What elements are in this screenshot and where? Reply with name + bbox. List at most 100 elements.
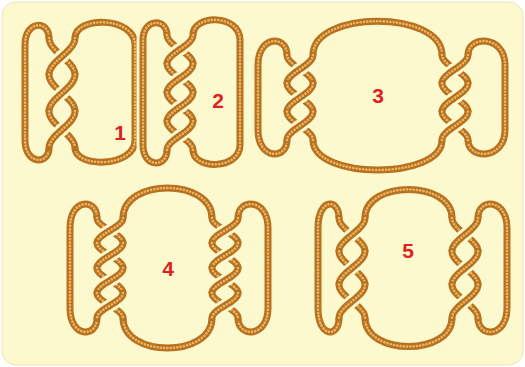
rope-beads [442,112,468,140]
rope-strand [452,251,478,284]
rope-beads [167,64,193,93]
rope-beads [287,83,313,111]
rope-beads [339,218,365,251]
rope-gap [442,83,468,111]
rope-beads [339,218,365,251]
rope-beads [287,112,313,140]
rope-gap [313,21,442,55]
rope-strand [287,112,313,140]
rope-beads [339,285,365,318]
rope-beads [49,38,75,75]
rope-beads [452,285,478,318]
rope-beads [49,38,75,75]
rope-gap [212,268,238,293]
rope-gap [97,268,123,293]
rope-gap [212,243,238,268]
rope-gap [452,251,478,284]
rope-beads [339,251,365,284]
rope-strand [339,251,365,284]
rope-gap [452,251,478,284]
rope-beads [339,251,365,284]
rope-strand [167,121,193,150]
rope-strand [167,121,193,150]
rope-strand [97,293,123,318]
rope-gap [167,35,193,64]
rope-strand [167,35,193,64]
rope-beads [452,251,478,284]
rope-gap [287,112,313,140]
rope-beads [287,112,313,140]
rope-gap [442,55,468,83]
rope-beads [442,112,468,140]
rope-strand [167,93,193,122]
rope-strand [313,21,442,55]
rope-gap [287,83,313,111]
rope-gap [339,218,365,251]
figure-number: 4 [162,258,174,279]
rope-strand [49,38,75,75]
rope-strand [193,20,240,165]
rope-strand [442,112,468,140]
rope-gap [212,268,238,293]
rope-gap [167,93,193,122]
figure-number: 3 [372,85,384,106]
rope-beads [97,293,123,318]
rope-strand [75,22,135,162]
rope-strand [313,140,442,170]
rope-gap [287,55,313,83]
rope-strand [287,83,313,111]
rope-gap [49,75,75,112]
rope-strand [212,218,238,243]
rope-gap [97,268,123,293]
rope-strand [49,75,75,112]
rope-strand [49,38,75,75]
rope-gap [97,293,123,318]
rope-strand [442,83,468,111]
rope-strand [339,218,365,251]
rope-gap [452,285,478,318]
rope-strand [339,251,365,284]
rope-strand [212,268,238,293]
rope-strand [97,268,123,293]
rope-strand [442,55,468,83]
rope-gap [123,188,212,218]
rope-strand [452,218,478,251]
figure-number: 2 [212,90,224,111]
rope-beads [212,268,238,293]
rope-strand [212,293,238,318]
rope-strand [212,243,238,268]
rope-beads [167,93,193,122]
rope-strand [49,111,75,148]
rope-beads [97,218,123,243]
rope-strand [49,111,75,148]
rope-gap [287,112,313,140]
rope-beads [287,55,313,83]
rope-beads [49,111,75,148]
rope-gap [212,218,238,243]
rope-gap [452,285,478,318]
rope-strand [442,55,468,83]
rope-beads [287,83,313,111]
rope-beads [97,243,123,268]
rope-beads [442,83,468,111]
rope-strand [339,218,365,251]
rope-gap [167,93,193,122]
rope-beads [452,218,478,251]
rope-strand [212,243,238,268]
rope-gap [97,293,123,318]
rope-beads [212,243,238,268]
rope-beads [313,140,442,170]
rope-strand [212,293,238,318]
rope-strand [442,83,468,111]
rope-gap [212,293,238,318]
rope-beads [167,35,193,64]
rope-beads [212,268,238,293]
rope-strand [287,55,313,83]
knot-ropes [25,20,507,348]
rope-gap [49,111,75,148]
rope-strand [167,64,193,93]
rope-gap [123,318,212,348]
rope-beads [212,293,238,318]
rope-gap [339,285,365,318]
